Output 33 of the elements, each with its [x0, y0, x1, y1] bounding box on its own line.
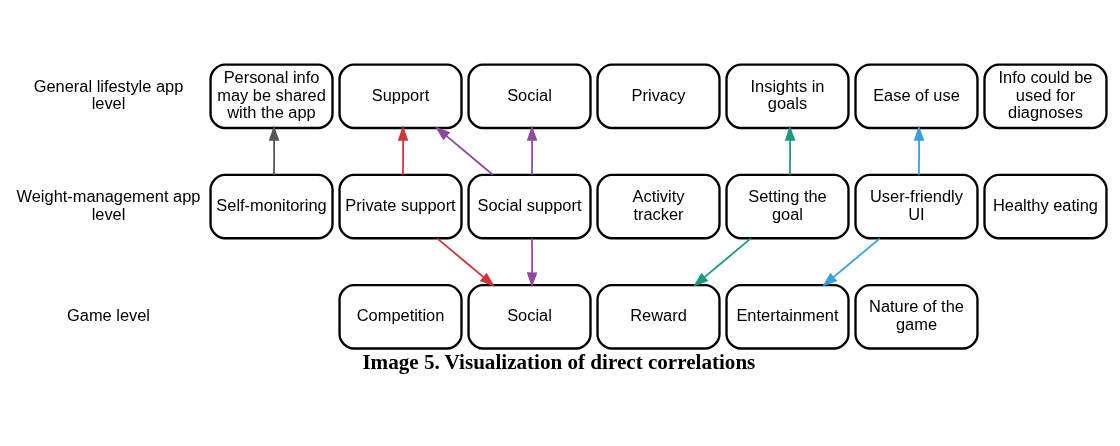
arrow: [436, 237, 495, 287]
node-box: Social: [467, 283, 592, 350]
node-box: User-friendly UI: [854, 173, 979, 240]
node-box: Setting the goal: [725, 173, 850, 240]
node-box: Personal info may be shared with the app: [209, 63, 334, 130]
label: Game level: [67, 306, 151, 325]
node-box: Nature of the game: [854, 283, 979, 350]
node-box: Competition: [338, 283, 463, 350]
node-box: Activity tracker: [596, 173, 721, 240]
arrow: [435, 126, 494, 176]
label: General lifestyle app level: [33, 76, 184, 113]
node-box: Ease of use: [854, 63, 979, 130]
arrow: [784, 125, 796, 176]
caption: Image 5. Visualization of direct correlations: [362, 349, 756, 374]
arrow: [526, 237, 538, 288]
arrow: [397, 125, 409, 176]
label: Weight-management app level: [16, 187, 201, 223]
arrow: [913, 125, 925, 176]
arrow: [693, 237, 752, 287]
node-box: Reward: [596, 283, 721, 350]
arrow: [268, 125, 280, 176]
node-box: Private support: [338, 173, 463, 240]
node-box: Healthy eating: [983, 173, 1108, 240]
node-box: Info could be used for diagnoses: [983, 63, 1108, 130]
arrow: [526, 125, 538, 176]
node-box: Privacy: [596, 63, 721, 130]
node-box: Insights in goals: [725, 63, 850, 130]
node-box: Self-monitoring: [209, 173, 334, 240]
node-box: Social support: [467, 173, 592, 240]
node-box: Entertainment: [725, 283, 850, 350]
arrow: [822, 237, 881, 287]
node-box: Support: [338, 63, 463, 130]
node-box: Social: [467, 63, 592, 130]
